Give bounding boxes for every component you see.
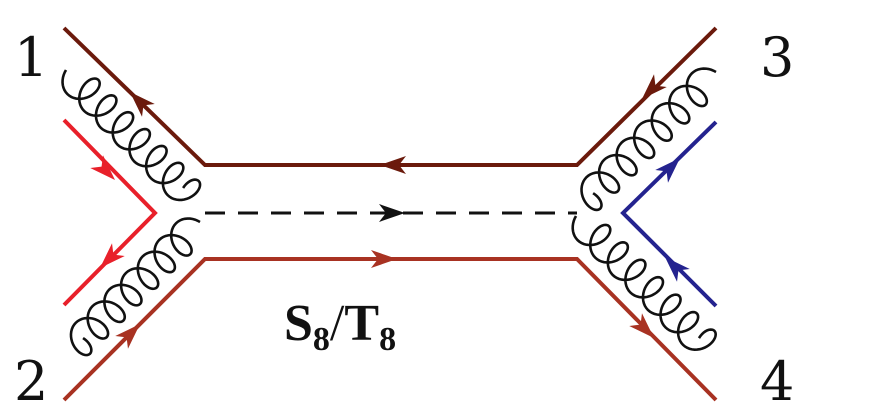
arrow-blue-upper	[655, 158, 680, 183]
external-label-1: 1	[14, 26, 48, 89]
arrow-top-rail	[380, 156, 406, 174]
quark-line-red	[62, 118, 158, 307]
external-label-2: 2	[14, 350, 48, 413]
exchange-label-s-subscript: 8	[313, 321, 330, 358]
arrow-heads	[90, 74, 690, 349]
exchange-label: S8/T8	[284, 295, 396, 358]
arrow-bottom-rail	[371, 250, 397, 268]
exchange-label-t: T	[344, 295, 379, 352]
exchange-label-slash: /	[330, 295, 345, 352]
arrow-red-upper	[90, 155, 115, 180]
quark-line-blue	[620, 120, 718, 308]
external-label-4: 4	[760, 350, 794, 413]
arrow-scalar	[379, 204, 405, 222]
arrow-upper-right	[642, 74, 667, 99]
gluon-line-3	[580, 67, 717, 212]
arrow-lower-right	[629, 313, 654, 338]
gluon-line-1	[61, 69, 202, 202]
gluon-line-4	[571, 215, 717, 351]
arrow-upper-left	[130, 92, 155, 117]
external-label-3: 3	[760, 26, 794, 89]
exchange-label-s: S	[284, 295, 313, 352]
arrow-blue-lower	[665, 257, 690, 282]
gluon-line-2	[69, 217, 201, 357]
gluon-lines	[61, 67, 717, 357]
arrow-red-lower	[100, 243, 125, 268]
arrow-lower-left	[115, 324, 140, 349]
quark-line-upper	[62, 26, 718, 167]
exchange-label-t-subscript: 8	[379, 321, 396, 358]
